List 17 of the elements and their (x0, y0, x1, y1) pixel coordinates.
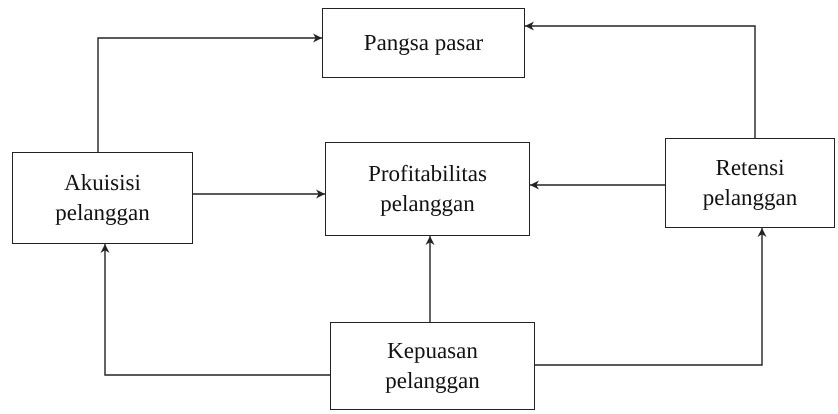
box-label: Profitabilitas pelanggan (367, 160, 488, 218)
process-box (12, 152, 193, 244)
arrow (525, 22, 756, 138)
arrow (100, 244, 330, 376)
box-label: Kepuasan pelanggan (384, 337, 481, 395)
arrow (97, 34, 322, 152)
process-box (322, 8, 525, 78)
box-label: Retensi pelanggan (702, 154, 798, 212)
process-box (325, 142, 530, 236)
arrow (426, 236, 434, 322)
process-box (665, 138, 835, 228)
box-label: Akuisisi pelanggan (54, 169, 151, 227)
arrow (535, 228, 766, 366)
arrow (193, 190, 325, 198)
process-box (330, 322, 535, 410)
box-label: Pangsa pasar (364, 29, 484, 58)
arrow (530, 180, 665, 190)
